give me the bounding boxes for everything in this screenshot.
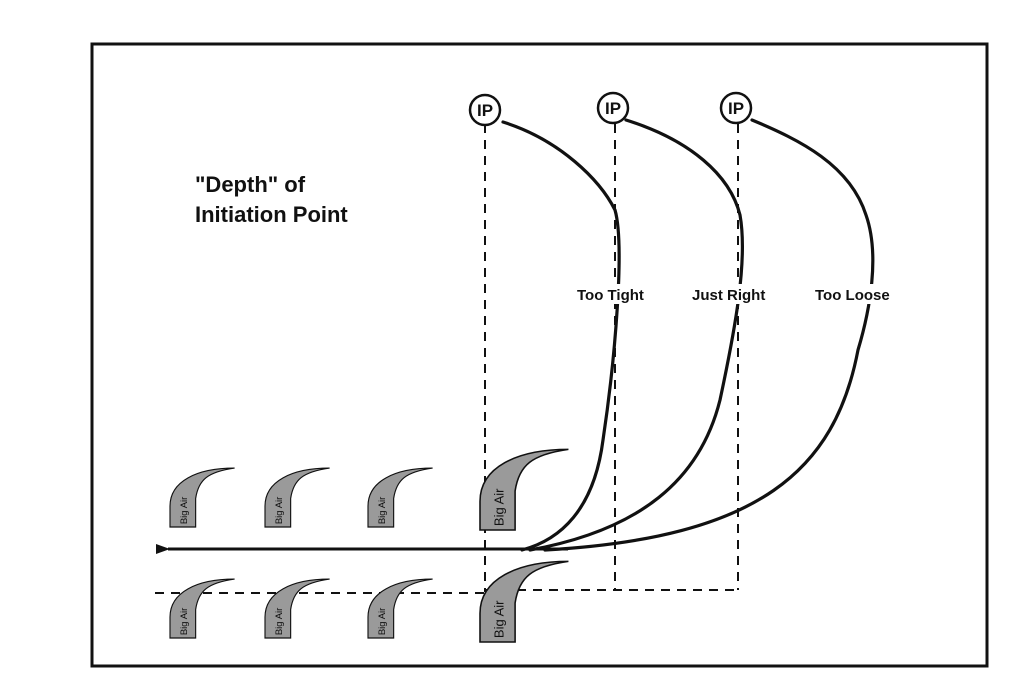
diagram-frame	[90, 42, 989, 668]
vehicle-icon: Big Air	[264, 578, 330, 639]
ip-marker-1: IP	[468, 93, 502, 127]
vehicle-body	[367, 467, 433, 528]
ip-circle-icon	[468, 93, 502, 127]
vehicle-label: Big Air	[274, 608, 285, 635]
vehicle-label: Big Air	[179, 497, 190, 524]
vehicle-icon: Big Air	[169, 578, 235, 639]
vehicle-body	[169, 467, 235, 528]
vehicle-label: Big Air	[274, 497, 285, 524]
vehicle-label: Big Air	[377, 608, 388, 635]
vehicle-icon: Big Air	[367, 467, 433, 528]
vehicle-body	[169, 578, 235, 639]
curve-just-right	[528, 118, 745, 552]
flight-paths	[501, 118, 875, 552]
vehicle-label: Big Air	[377, 497, 388, 524]
title-line-2: Initiation Point	[195, 202, 348, 227]
label-bg-just-right	[690, 284, 780, 304]
ip-label: IP	[477, 101, 493, 120]
vehicle-label: Big Air	[491, 488, 506, 526]
vehicle-body	[479, 560, 569, 643]
vehicle-body	[264, 578, 330, 639]
vehicle-label: Big Air	[179, 608, 190, 635]
vehicle-icon: Big Air	[169, 467, 235, 528]
ip-marker-2: IP	[596, 91, 630, 125]
label-too-tight: Too Tight	[577, 287, 644, 304]
curve-too-loose	[543, 118, 875, 552]
ip-circle-icon	[596, 91, 630, 125]
vehicle-icon: Big Air	[479, 560, 569, 643]
vehicle-label: Big Air	[491, 600, 506, 638]
vehicle-icon: Big Air	[264, 467, 330, 528]
label-too-loose: Too Loose	[815, 287, 890, 304]
vehicle-body	[479, 448, 569, 531]
ip-circle-icon	[719, 91, 753, 125]
curve-too-tight	[501, 120, 621, 552]
vehicle-body	[367, 578, 433, 639]
ip-label: IP	[728, 99, 744, 118]
vehicle-icon: Big Air	[479, 448, 569, 531]
label-just-right: Just Right	[692, 287, 765, 304]
vehicle-body	[264, 467, 330, 528]
ip-marker-3: IP	[719, 91, 753, 125]
label-bg-too-loose	[812, 284, 910, 304]
title-line-1: "Depth" of	[195, 172, 306, 197]
label-bg-too-tight	[574, 284, 658, 304]
ip-label: IP	[605, 99, 621, 118]
vehicle-icon: Big Air	[367, 578, 433, 639]
